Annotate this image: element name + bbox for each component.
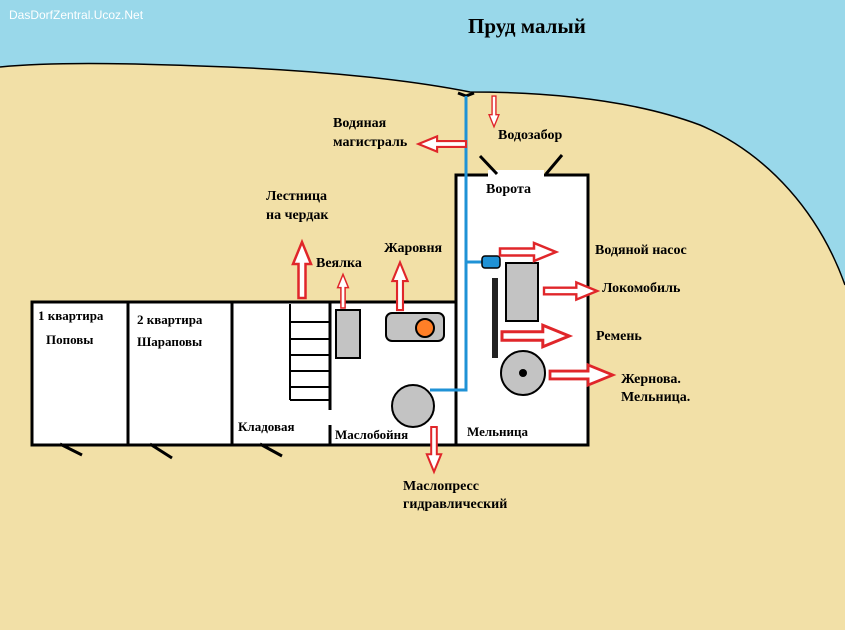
water-pipe [430,96,468,392]
diagram-title: Пруд малый [468,14,586,38]
label-oil-mill: Маслобойня [335,427,408,442]
watermark: DasDorfZentral.Ucoz.Net [9,8,144,22]
door-apt2 [149,442,173,460]
label-water-main-line2: магистраль [333,135,408,150]
door-apt1 [59,442,83,457]
label-apt1-line2: Поповы [46,332,93,347]
gate-opening [488,170,544,180]
label-brazier: Жаровня [384,241,443,256]
label-winnower: Веялка [316,256,362,271]
label-water-intake: Водозабор [498,128,562,143]
belt [492,278,498,358]
label-water-main-line1: Водяная [333,116,387,131]
water-pump [481,255,501,269]
brazier-oven [385,312,445,342]
label-oil-press-line2: гидравлический [403,497,507,512]
winnower-machine [335,309,361,359]
pond [0,0,845,285]
stairs [289,304,330,401]
gate-leaf-right [544,154,564,175]
brazier-fire [415,318,435,338]
door-pantry [259,442,283,458]
label-mill: Мельница [467,424,529,439]
millstone-axle [519,369,527,377]
label-pantry: Кладовая [238,419,295,434]
gate-leaf-left [478,154,499,176]
locomobile-engine [505,262,539,322]
label-millstones-line1: Жернова. [621,372,681,387]
label-stairs-line1: Лестница [266,189,327,204]
label-water-pump: Водяной насос [595,243,687,258]
label-apt2-line1: 2 квартира [137,312,203,327]
label-millstones-line2: Мельница. [621,390,690,405]
label-oil-press-line1: Маслопресс [403,479,479,494]
label-belt: Ремень [596,329,642,344]
label-apt1-line1: 1 квартира [38,308,104,323]
label-apt2-line2: Шараповы [137,334,202,349]
label-locomobile: Локомобиль [602,281,681,296]
pond-shoreline [0,62,845,286]
label-stairs-line2: на чердак [266,208,329,223]
oil-press-wheel [391,384,435,428]
label-gate: Ворота [486,182,531,197]
